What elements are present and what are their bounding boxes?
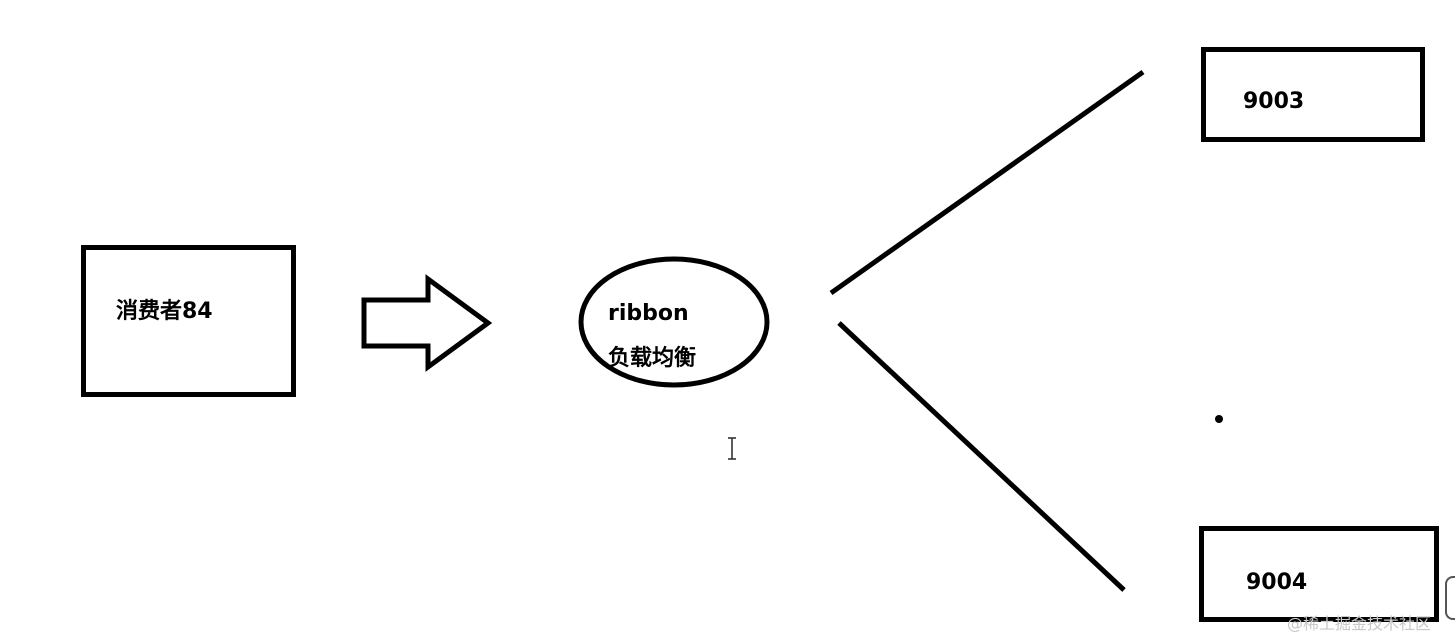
edge-handle [1445, 576, 1455, 620]
text-cursor-icon [728, 437, 736, 460]
server-label-9003: 9003 [1243, 89, 1305, 114]
ribbon-label: ribbon [608, 301, 689, 326]
server-box-9004 [1199, 526, 1439, 622]
consumer-box [81, 245, 296, 397]
ribbon-ellipse [578, 256, 770, 388]
server-label-9004: 9004 [1246, 570, 1308, 595]
server-box-9003 [1201, 47, 1425, 142]
branch-line-upper [829, 69, 1145, 296]
stray-dot [1215, 415, 1223, 423]
right-arrow-icon [361, 274, 493, 372]
load-balance-label: 负载均衡 [608, 346, 697, 371]
branch-line-lower [837, 321, 1126, 592]
watermark: @稀土掘金技术社区 [1286, 614, 1431, 633]
consumer-label: 消费者84 [116, 299, 213, 324]
